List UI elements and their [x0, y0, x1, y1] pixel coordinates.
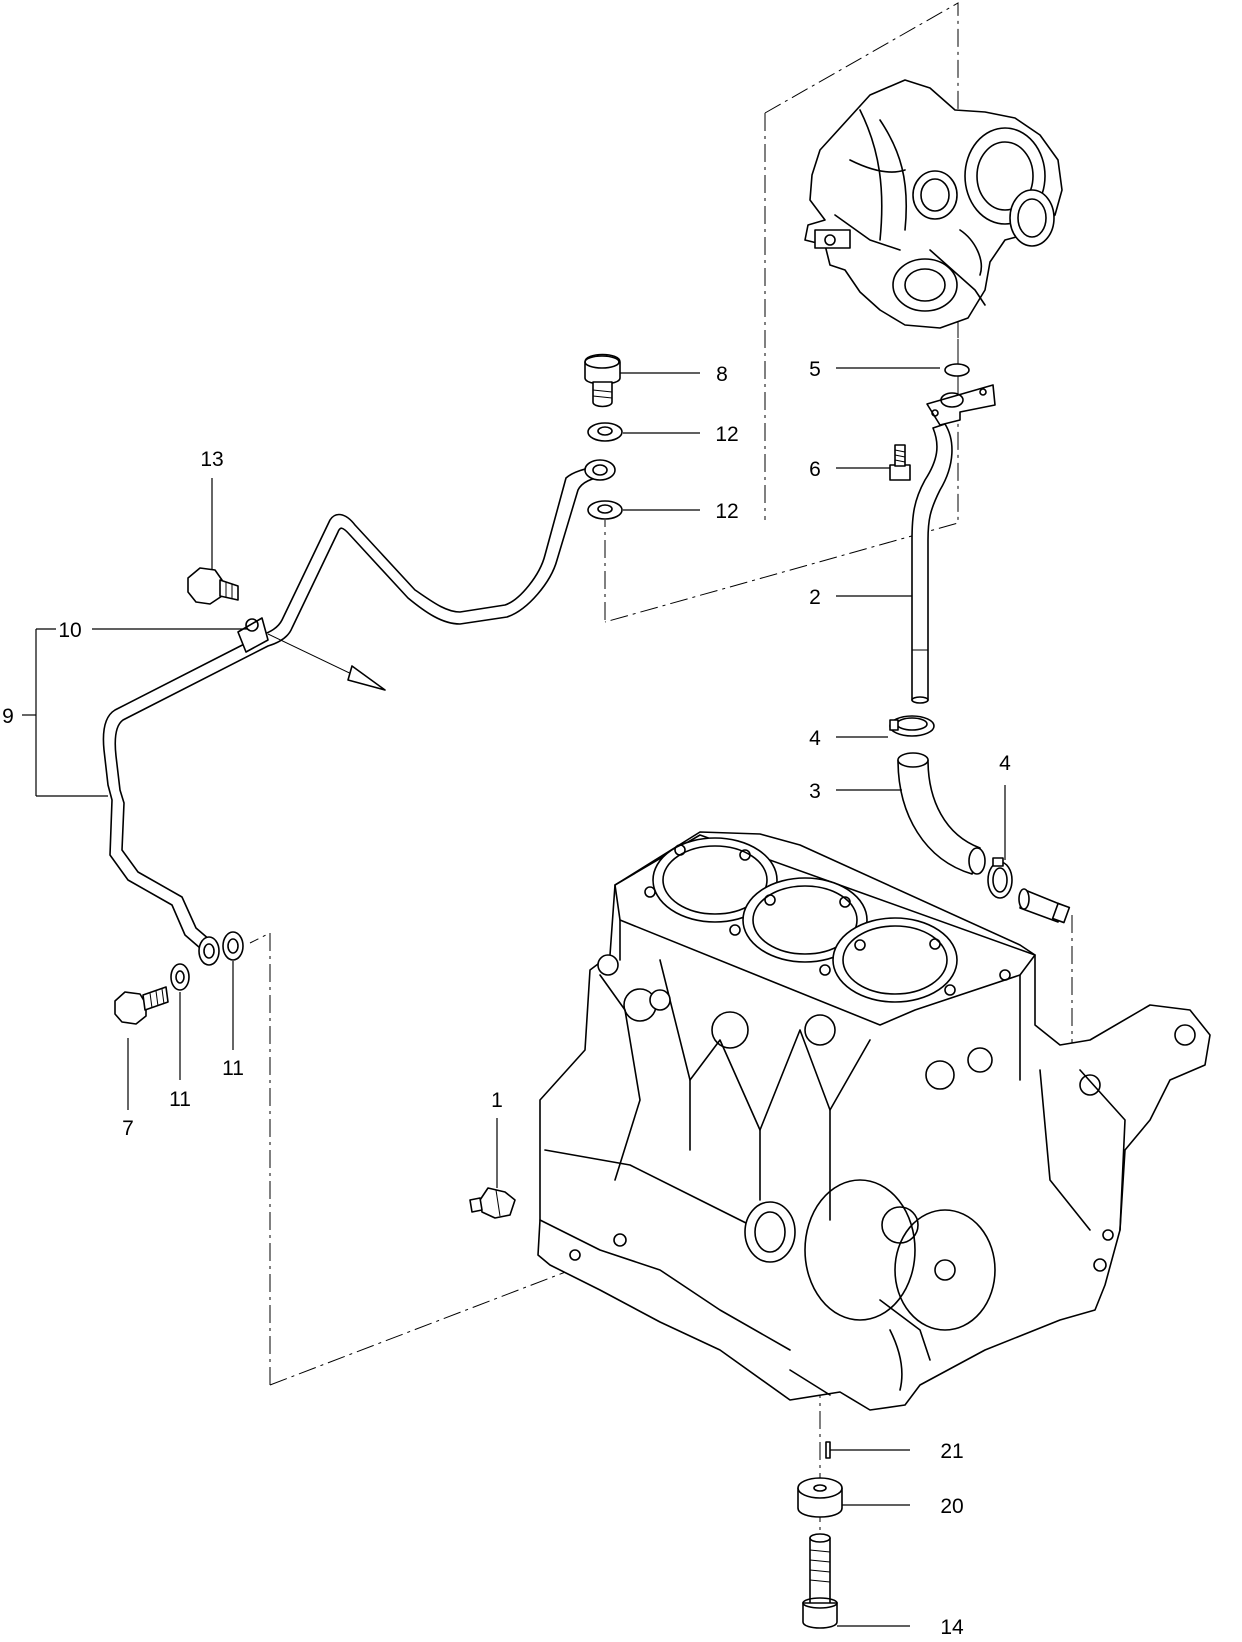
- sealing-washer-part-12-upper: [587, 422, 623, 442]
- callout-11-left: 11: [169, 1088, 191, 1111]
- callout-5: 5: [809, 358, 821, 381]
- callout-13: 13: [200, 448, 223, 471]
- callout-12-lower: 12: [715, 500, 738, 523]
- callout-4-right: 4: [999, 752, 1011, 775]
- bushing-part-20: [797, 1477, 843, 1518]
- hose-clamp-part-4-upper: [889, 715, 935, 737]
- callout-6: 6: [809, 458, 821, 481]
- callout-1: 1: [491, 1089, 503, 1112]
- sensor-part-1: [469, 1187, 516, 1219]
- rubber-hose-part-3: [897, 752, 986, 875]
- callout-21: 21: [940, 1440, 963, 1463]
- pin-part-21: [825, 1441, 831, 1459]
- sealing-washer-part-11-right: [222, 931, 244, 961]
- callout-8: 8: [716, 363, 728, 386]
- oil-return-pipe-part-2: [911, 384, 996, 704]
- bolt-part-13: [187, 567, 239, 605]
- oil-feed-pipe-part-9: [102, 459, 616, 966]
- callouts: 1 2 3 4 4 5 6 7 8 9 10 11 11 12 12 13 14…: [2, 358, 1011, 1639]
- callout-11-right: 11: [222, 1057, 244, 1080]
- callout-14: 14: [940, 1616, 964, 1639]
- bolt-part-6: [889, 444, 911, 481]
- callout-20: 20: [940, 1495, 963, 1518]
- bolt-part-14: [802, 1533, 838, 1629]
- bolt-part-7: [114, 986, 169, 1025]
- callout-12-upper: 12: [715, 423, 738, 446]
- nipple-fitting: [1018, 888, 1071, 924]
- callout-10: 10: [58, 619, 81, 642]
- leader-lines: [22, 367, 1006, 1627]
- banjo-bolt-part-8: [584, 353, 621, 408]
- callout-9: 9: [2, 705, 14, 728]
- hose-clamp-part-4-right: [987, 857, 1013, 899]
- sealing-washer-part-11-left: [170, 963, 190, 991]
- callout-3: 3: [809, 780, 821, 803]
- callout-2: 2: [809, 586, 821, 609]
- engine-block: [537, 831, 1211, 1411]
- sealing-washer-part-12-lower: [587, 500, 623, 520]
- callout-4-left: 4: [809, 727, 821, 750]
- o-ring-part-5: [944, 363, 970, 377]
- callout-7: 7: [122, 1117, 134, 1140]
- turbocharger: [804, 79, 1063, 329]
- pipe-bracket-part-10: [237, 617, 386, 691]
